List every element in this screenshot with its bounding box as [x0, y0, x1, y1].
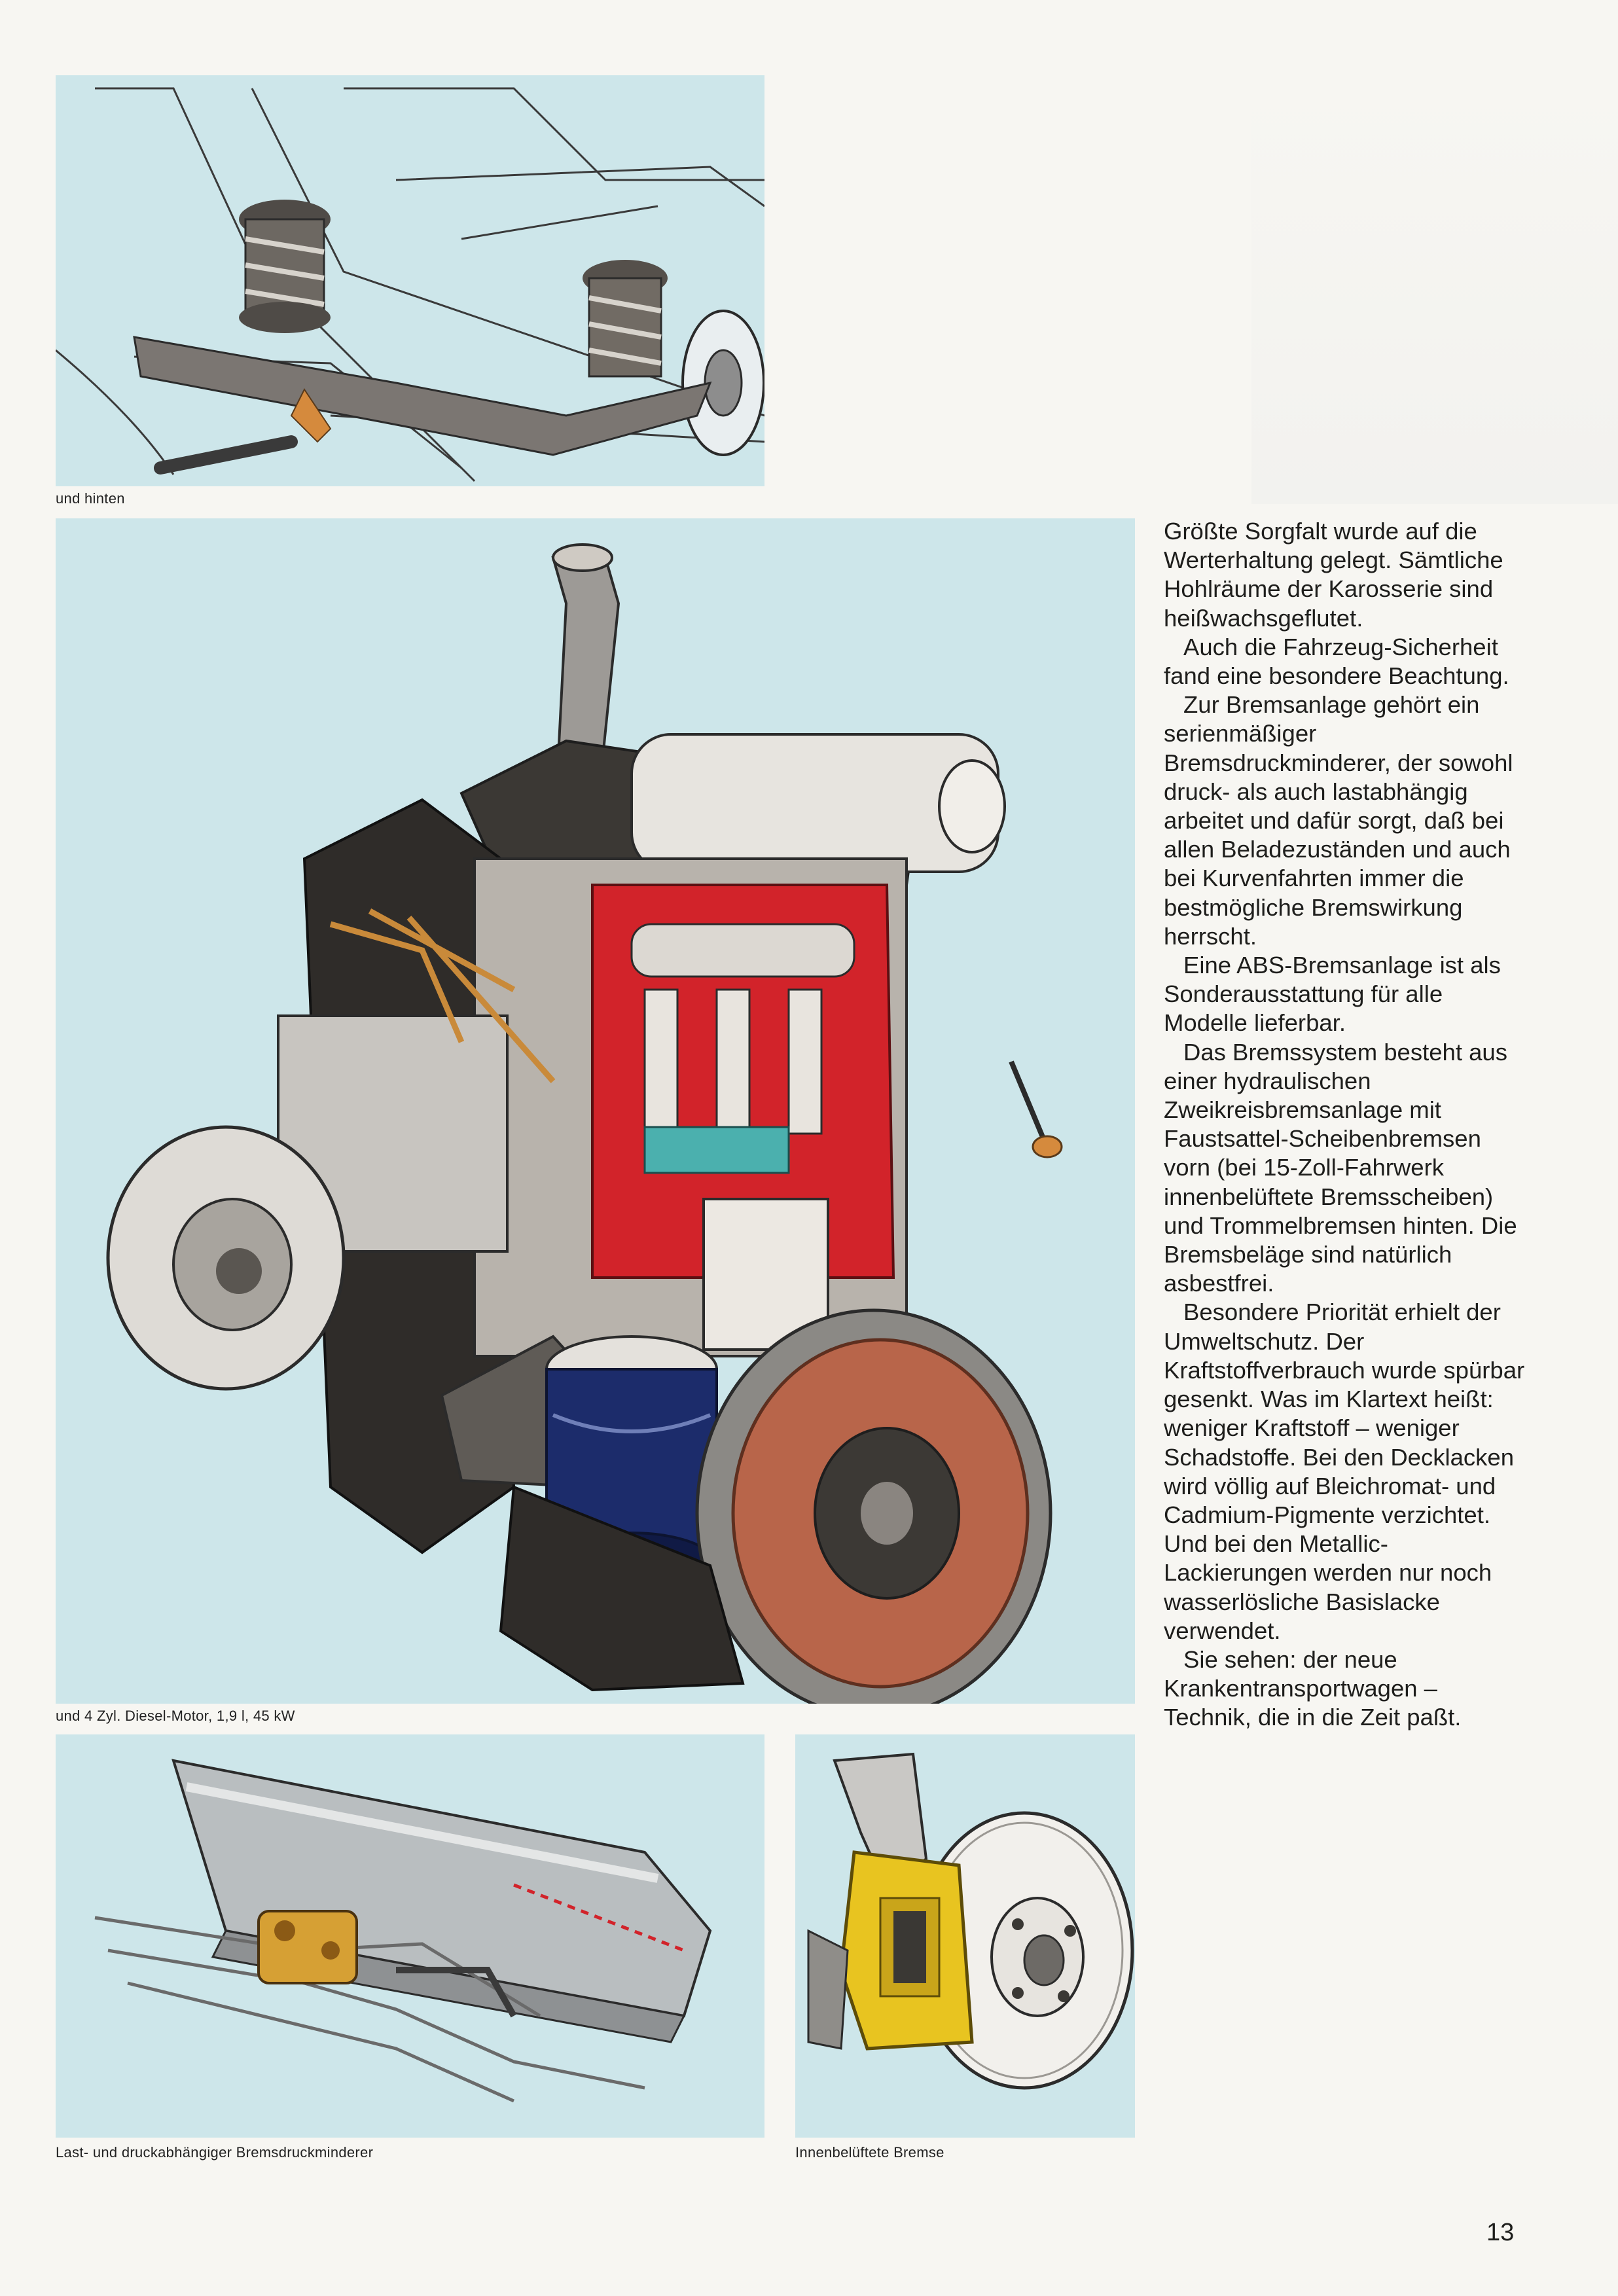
brake-disc-illustration	[807, 1752, 1134, 2090]
alternator	[106, 1125, 346, 1391]
rear-axle-figure	[56, 75, 764, 486]
coil-spring-left	[239, 200, 331, 333]
paragraph-2: Auch die Fahrzeug-Sicherheit fand eine b…	[1164, 633, 1509, 690]
paragraph-3: Zur Bremsanlage gehört ein serienmäßiger…	[1164, 691, 1513, 950]
clutch-flywheel	[695, 1308, 1052, 1704]
rear-axle-illustration	[56, 87, 764, 482]
coil-spring-right	[583, 260, 668, 378]
engine-illustration	[106, 543, 1063, 1704]
show-through-shadow	[1251, 85, 1618, 504]
paragraph-7: Sie sehen: der neue Krankentransportwage…	[1164, 1645, 1462, 1731]
article-text: Größte Sorgfalt wurde auf die Werterhalt…	[1164, 517, 1530, 1732]
brake-disc-figure	[795, 1734, 1135, 2138]
pressure-regulator-valve	[257, 1910, 358, 1984]
brake-regulator-caption: Last- und druckabhängiger Bremsdruckmind…	[56, 2144, 374, 2161]
engine-caption: und 4 Zyl. Diesel-Motor, 1,9 l, 45 kW	[56, 1708, 295, 1724]
paragraph-4: Eine ABS-Bremsanlage ist als Sonderausst…	[1164, 952, 1501, 1037]
engine-figure	[56, 518, 1135, 1704]
paragraph-6: Besondere Priorität erhielt der Umweltsc…	[1164, 1299, 1525, 1644]
brake-disc-caption: Innenbelüftete Bremse	[795, 2144, 944, 2161]
paragraph-5: Das Bremssystem besteht aus einer hydrau…	[1164, 1038, 1517, 1297]
page-number: 13	[1486, 2219, 1515, 2246]
cylinder-head-cutaway	[591, 884, 895, 1351]
brake-regulator-illustration	[94, 1759, 712, 2103]
rear-axle-caption: und hinten	[56, 490, 125, 507]
brake-regulator-figure	[56, 1734, 764, 2138]
brake-caliper	[839, 1850, 974, 2051]
paragraph-1: Größte Sorgfalt wurde auf die Werterhalt…	[1164, 518, 1503, 632]
